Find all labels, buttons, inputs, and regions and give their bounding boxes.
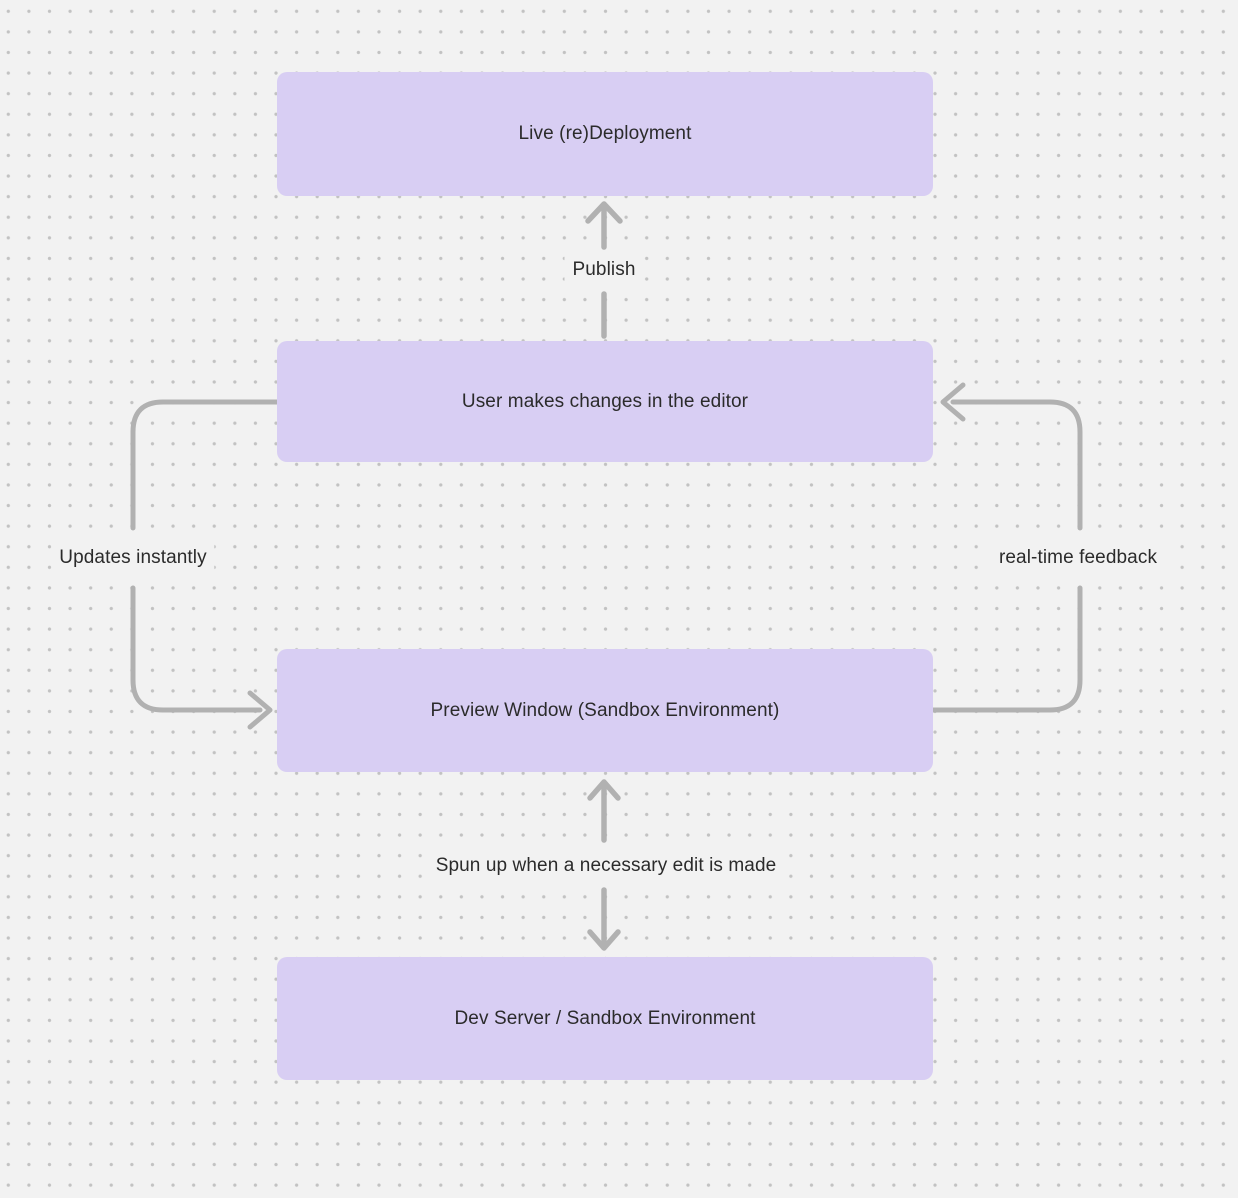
edge-label-publish[interactable]: Publish (564, 256, 644, 284)
node-label: Live (re)Deployment (518, 123, 692, 144)
edge-label-realtime-feedback[interactable]: real-time feedback (990, 544, 1166, 572)
node-label: User makes changes in the editor (461, 390, 749, 412)
arrow-realtime-feedback[interactable] (930, 382, 1083, 713)
node-label: Dev Server / Sandbox Environment (454, 1007, 756, 1029)
node-user-makes-changes[interactable]: User makes changes in the editor (277, 341, 933, 462)
node-preview-window[interactable]: Preview Window (Sandbox Environment) (277, 649, 933, 772)
node-dev-server[interactable]: Dev Server / Sandbox Environment (277, 957, 933, 1080)
node-label: Preview Window (Sandbox Environment) (430, 699, 780, 721)
edge-label-updates-instantly[interactable]: Updates instantly (51, 544, 215, 572)
arrow-publish[interactable] (585, 201, 623, 339)
edge-label-spun-up[interactable]: Spun up when a necessary edit is made (427, 852, 785, 880)
arrow-updates-instantly[interactable] (130, 399, 280, 730)
arrow-spun-up[interactable] (587, 779, 621, 951)
node-live-redeployment[interactable]: Live (re)Deployment (277, 72, 933, 196)
